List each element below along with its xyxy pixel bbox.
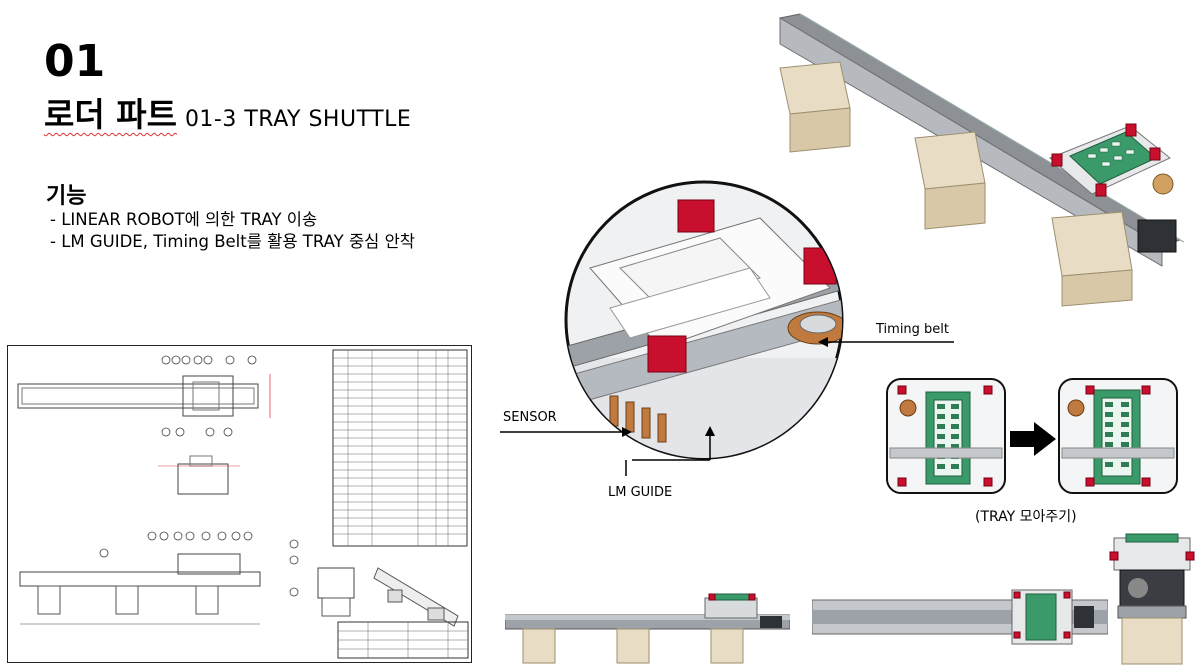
top-view-render (812, 589, 1108, 645)
front-view-render (505, 593, 790, 664)
callout-lines (500, 337, 954, 476)
tray-gather-graphic (886, 378, 1178, 494)
page-title-english: 01-3 TRAY SHUTTLE (184, 107, 412, 132)
section-number: 01 (44, 36, 106, 87)
linear-robot-graphic (778, 13, 1185, 307)
side-view-render (1109, 533, 1195, 665)
tray-gather-caption: (TRAY 모아주기) (975, 509, 1077, 525)
lm-guide-label: LM GUIDE (608, 485, 673, 500)
function-item: - LINEAR ROBOT에 의한 TRAY 이송 (50, 210, 318, 229)
function-list: - LINEAR ROBOT에 의한 TRAY 이송 - LM GUIDE, T… (50, 209, 415, 253)
right-arrow-icon (1010, 422, 1056, 456)
timing-belt-label: Timing belt (876, 322, 950, 337)
page-title: 로더 파트 01-3 TRAY SHUTTLE (44, 88, 411, 136)
linear-robot-3d-view (770, 8, 1195, 308)
zoom-detail-graphic (564, 180, 844, 460)
function-item: - LM GUIDE, Timing Belt를 활용 TRAY 중심 안착 (50, 232, 415, 251)
technical-drawing (7, 345, 472, 663)
page-title-korean: 로더 파트 (44, 95, 177, 134)
function-heading: 기능 (46, 184, 87, 209)
zoom-detail-circle (560, 178, 848, 462)
technical-drawing-graphic (17, 349, 469, 659)
sensor-label: SENSOR (503, 410, 557, 425)
tray-gather-diagram (886, 378, 1198, 496)
